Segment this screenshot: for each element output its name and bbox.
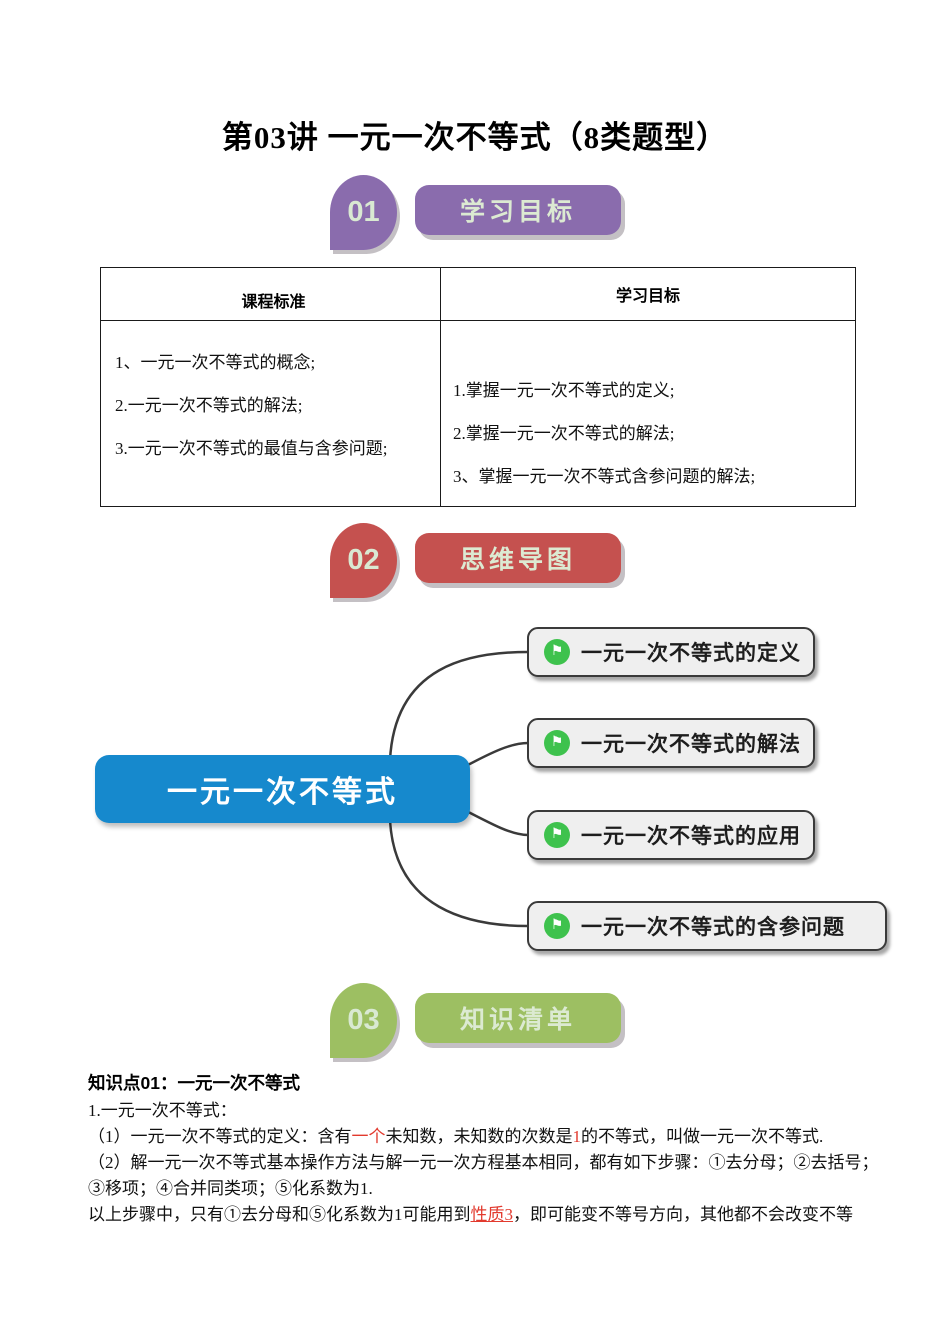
objectives-table-header-row: 课程标准 学习目标 (100, 267, 856, 321)
flag-icon: ⚑ (544, 913, 570, 939)
definition-text: 的不等式，叫做一元一次不等式. (581, 1127, 824, 1146)
course-standard-item: 1、一元一次不等式的概念; (115, 353, 316, 372)
section-01-title: 学习目标 (459, 198, 576, 226)
mindmap-branch-definition: ⚑ 一元一次不等式的定义 (527, 627, 815, 677)
definition-text: （1）一元一次不等式的定义：含有 (88, 1127, 352, 1146)
mindmap-root-node: 一元一次不等式 (95, 755, 470, 823)
section-01-title-bar: 学习目标 (415, 185, 621, 235)
learning-goal-item: 1.掌握一元一次不等式的定义; (453, 381, 675, 400)
definition-text: 未知数，未知数的次数是 (385, 1127, 573, 1146)
col-header-learning-goals: 学习目标 (440, 267, 856, 321)
steps-note-text: ，即可能变不等号方向，其他都不会改变不等 (513, 1205, 853, 1224)
learning-goal-item: 2.掌握一元一次不等式的解法; (453, 424, 675, 443)
knowledge-line: （1）一元一次不等式的定义：含有一个未知数，未知数的次数是1的不等式，叫做一元一… (88, 1124, 888, 1150)
col-header-course-standards: 课程标准 (100, 267, 441, 321)
learning-goals-cell: 1.掌握一元一次不等式的定义; 2.掌握一元一次不等式的解法; 3、掌握一元一次… (440, 320, 856, 507)
section-head-03: 03 知识清单 (0, 983, 950, 1063)
flag-icon: ⚑ (544, 639, 570, 665)
page-title: 第03讲 一元一次不等式（8类题型） (221, 120, 729, 155)
course-standard-item: 3.一元一次不等式的最值与含参问题; (115, 439, 388, 458)
knowledge-line: 1.一元一次不等式： (88, 1101, 237, 1120)
section-02-number: 02 (347, 544, 380, 576)
section-03-number-badge: 03 (330, 983, 397, 1058)
section-head-02: 02 思维导图 (0, 523, 950, 603)
mindmap-branch-label: 一元一次不等式的解法 (581, 733, 801, 756)
section-03-title: 知识清单 (459, 1006, 576, 1034)
mindmap-branch-parameter: ⚑ 一元一次不等式的含参问题 (527, 901, 887, 951)
mindmap-branch-application: ⚑ 一元一次不等式的应用 (527, 810, 815, 860)
knowledge-line: （2）解一元一次不等式基本操作方法与解一元一次方程基本相同，都有如下步骤：①去分… (88, 1153, 879, 1172)
learning-goal-item: 3、掌握一元一次不等式含参问题的解法; (453, 467, 756, 486)
objectives-table: 课程标准 学习目标 1、一元一次不等式的概念; 2.一元一次不等式的解法; 3.… (100, 267, 856, 507)
definition-highlight: 1 (572, 1127, 582, 1146)
mindmap-root-label: 一元一次不等式 (167, 776, 398, 809)
definition-highlight: 一个 (351, 1127, 386, 1146)
property-3-link[interactable]: 性质3 (470, 1205, 514, 1224)
section-03-number: 03 (347, 1004, 380, 1036)
section-01-number-badge: 01 (330, 175, 397, 250)
knowledge-point-heading: 知识点01：一元一次不等式 (88, 1073, 300, 1093)
section-03-title-bar: 知识清单 (415, 993, 621, 1043)
course-standard-item: 2.一元一次不等式的解法; (115, 396, 303, 415)
mindmap-branch-label: 一元一次不等式的含参问题 (581, 916, 845, 939)
knowledge-line: 以上步骤中，只有①去分母和⑤化系数为1可能用到性质3，即可能变不等号方向，其他都… (88, 1202, 888, 1228)
mindmap-branch-label: 一元一次不等式的应用 (581, 825, 801, 848)
mindmap-branch-label: 一元一次不等式的定义 (581, 642, 801, 665)
section-02-number-badge: 02 (330, 523, 397, 598)
section-01-number: 01 (347, 196, 380, 228)
flag-icon: ⚑ (544, 730, 570, 756)
knowledge-section: 知识点01：一元一次不等式 1.一元一次不等式： （1）一元一次不等式的定义：含… (88, 1068, 888, 1228)
flag-icon: ⚑ (544, 822, 570, 848)
section-02-title: 思维导图 (459, 546, 576, 574)
course-standards-cell: 1、一元一次不等式的概念; 2.一元一次不等式的解法; 3.一元一次不等式的最值… (100, 320, 441, 507)
mindmap: 一元一次不等式 ⚑ 一元一次不等式的定义 ⚑ 一元一次不等式的解法 ⚑ 一元一次… (0, 610, 950, 970)
mindmap-branch-solving: ⚑ 一元一次不等式的解法 (527, 718, 815, 768)
section-02-title-bar: 思维导图 (415, 533, 621, 583)
steps-note-text: 以上步骤中，只有①去分母和⑤化系数为1可能用到 (88, 1205, 471, 1224)
objectives-table-body-row: 1、一元一次不等式的概念; 2.一元一次不等式的解法; 3.一元一次不等式的最值… (100, 320, 856, 507)
knowledge-line: ③移项；④合并同类项；⑤化系数为1. (88, 1179, 373, 1198)
section-head-01: 01 学习目标 (0, 175, 950, 255)
